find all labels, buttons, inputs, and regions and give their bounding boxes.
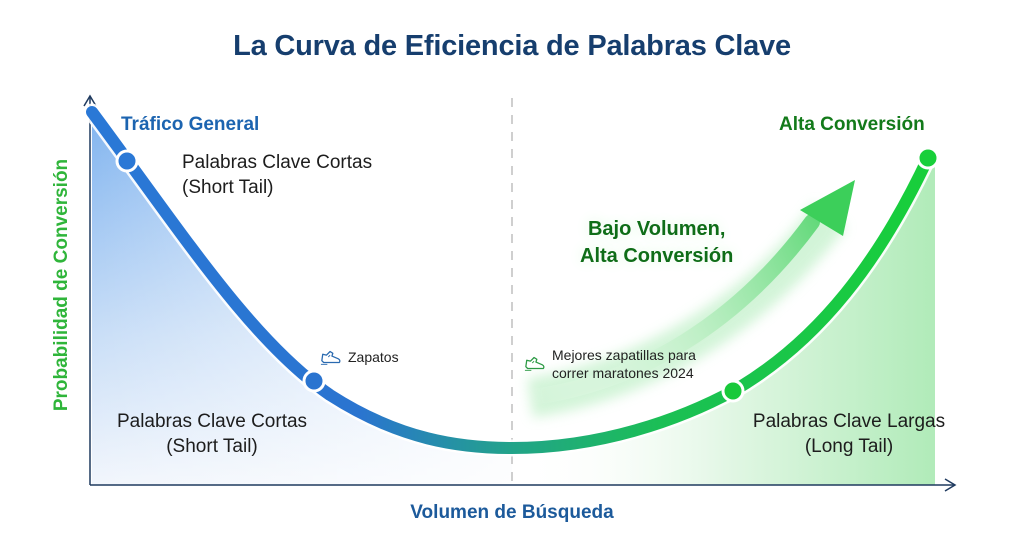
- zapatos-label: Zapatos: [348, 349, 399, 365]
- short-tail-top-line1: Palabras Clave Cortas: [182, 152, 373, 173]
- long-tail-example-line1: Mejores zapatillas para: [552, 347, 696, 363]
- callout-line1: Bajo Volumen,: [587, 218, 726, 240]
- point-zapatos: [302, 369, 326, 393]
- sneaker-icon: [524, 356, 545, 371]
- general-traffic-label: Tráfico General: [121, 114, 260, 135]
- arrow-head: [800, 180, 855, 236]
- long-tail-example: Mejores zapatillas para correr maratones…: [524, 346, 696, 382]
- x-axis-label: Volumen de Búsqueda: [410, 502, 614, 523]
- short-tail-top-description: Palabras Clave Cortas (Short Tail): [182, 150, 372, 200]
- short-tail-top-line2: (Short Tail): [182, 177, 274, 198]
- short-tail-bottom-line1: Palabras Clave Cortas: [116, 411, 308, 432]
- long-tail-bottom-line2: (Long Tail): [804, 436, 894, 457]
- point-high-conversion: [916, 146, 940, 170]
- long-tail-area: [512, 158, 935, 485]
- page-title: La Curva de Eficiencia de Palabras Clave: [233, 30, 791, 62]
- point-long-tail-example: [721, 379, 745, 403]
- y-axis-label: Probabilidad de Conversión: [51, 158, 72, 412]
- long-tail-example-line2: correr maratones 2024: [552, 365, 694, 381]
- short-tail-example: Zapatos: [320, 348, 399, 366]
- short-tail-bottom-description: Palabras Clave Cortas (Short Tail): [98, 409, 326, 459]
- sneaker-icon: [320, 350, 341, 365]
- short-tail-bottom-line2: (Short Tail): [166, 436, 258, 457]
- growth-arrow: [517, 214, 820, 406]
- low-volume-callout: Bajo Volumen, Alta Conversión: [580, 216, 733, 270]
- long-tail-bottom-description: Palabras Clave Largas (Long Tail): [733, 409, 965, 459]
- callout-line2: Alta Conversión: [580, 245, 734, 267]
- long-tail-bottom-line1: Palabras Clave Largas: [752, 411, 946, 432]
- y-axis-arrow: [83, 94, 97, 107]
- high-conversion-label: Alta Conversión: [779, 114, 925, 135]
- x-axis-arrow: [944, 478, 957, 492]
- point-short-tail-top: [115, 149, 139, 173]
